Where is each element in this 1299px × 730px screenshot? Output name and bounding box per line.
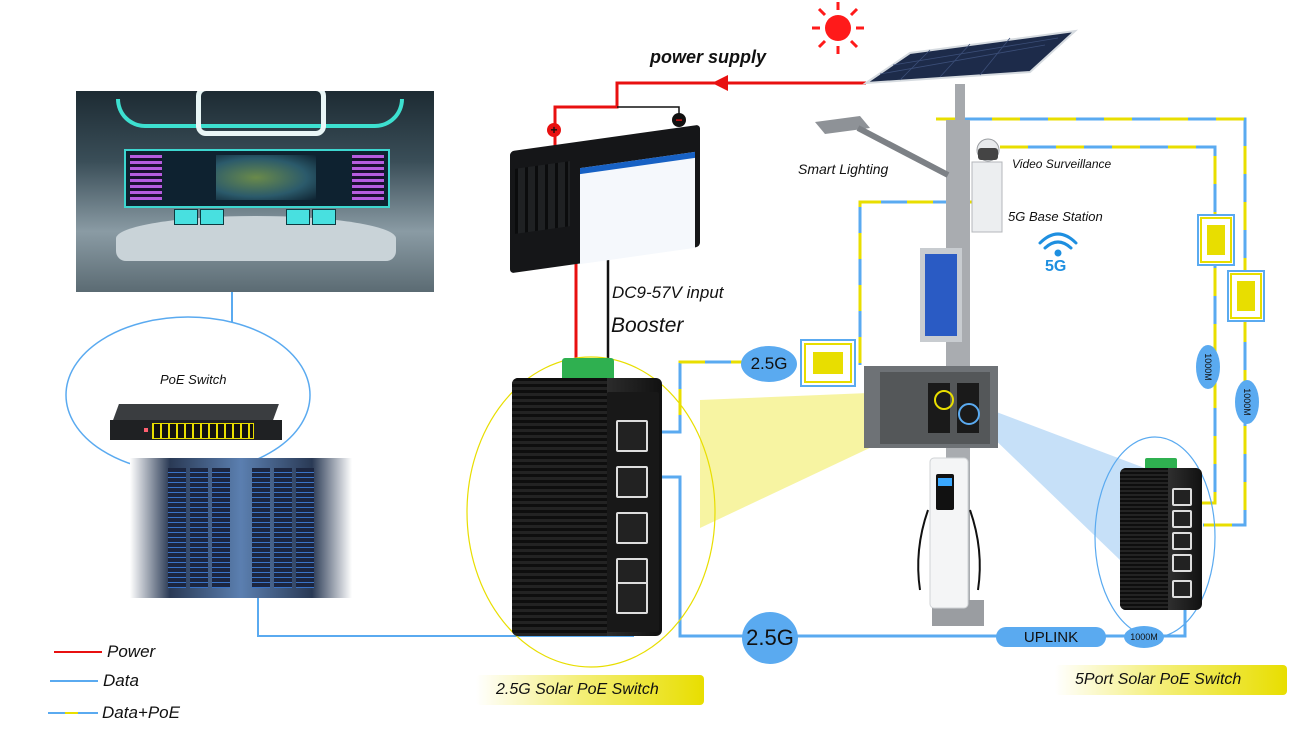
battery (510, 120, 705, 274)
legend-power-label: Power (107, 642, 156, 661)
base-station-antenna (971, 161, 1003, 233)
port-uplink[interactable] (616, 582, 648, 614)
legend-poe-label: Data+PoE (102, 703, 180, 722)
link-badge-25g-top: 2.5G (741, 346, 797, 382)
speed-badge-1000m-2: 1000M (1235, 380, 1259, 424)
port-tp4[interactable] (616, 420, 648, 452)
right-switch-banner: 5Port Solar PoE Switch (1055, 665, 1287, 695)
5g-signal-icon (1038, 232, 1078, 257)
battery-negative-terminal: − (672, 113, 686, 127)
rack-poe-switch (110, 404, 282, 440)
booster-label: Booster (611, 314, 684, 337)
link-badge-25g-bottom: 2.5G (742, 612, 798, 664)
port-tp3[interactable] (616, 466, 648, 498)
speed-badge-1000m-1: 1000M (1196, 345, 1220, 389)
highlight-beam-blue (970, 402, 1150, 560)
negative-lead (617, 106, 680, 120)
cabinet-highlight-blue (958, 403, 980, 425)
port-tp2[interactable] (616, 512, 648, 544)
5g-text: 5G (1045, 258, 1067, 275)
uplink-badge: UPLINK (996, 627, 1106, 647)
base-station-label: 5G Base Station (1008, 209, 1103, 224)
left-switch-banner: 2.5G Solar PoE Switch (476, 675, 704, 705)
rj45-port-icon (800, 339, 856, 387)
data-center-image (130, 458, 352, 598)
video-surveillance-label: Video Surveillance (1012, 157, 1112, 171)
rj45-port-icon-2 (1227, 270, 1265, 322)
power-arrow-icon (712, 75, 728, 91)
left-solar-poe-switch (512, 378, 662, 636)
dc-input-label: DC9-57V input (612, 283, 724, 302)
solar-panel (862, 29, 1079, 124)
rj45-port-icon-1 (1197, 214, 1235, 266)
uplink-speed-badge: 1000M (1124, 626, 1164, 648)
poe-switch-label: PoE Switch (160, 372, 227, 387)
control-room-image (76, 91, 434, 292)
battery-positive-terminal: + (547, 123, 561, 137)
data-line-uplink (630, 475, 1187, 638)
power-supply-label: power supply (650, 47, 767, 67)
poe-switch-ellipse (65, 316, 311, 474)
cabinet-highlight-yellow (934, 390, 954, 410)
right-solar-poe-switch (1120, 468, 1202, 610)
left-switch-ellipse (466, 356, 716, 668)
street-light (815, 116, 870, 134)
legend-data-label: Data (103, 671, 139, 690)
smart-lighting-label: Smart Lighting (798, 161, 889, 177)
sun-icon (812, 2, 864, 54)
